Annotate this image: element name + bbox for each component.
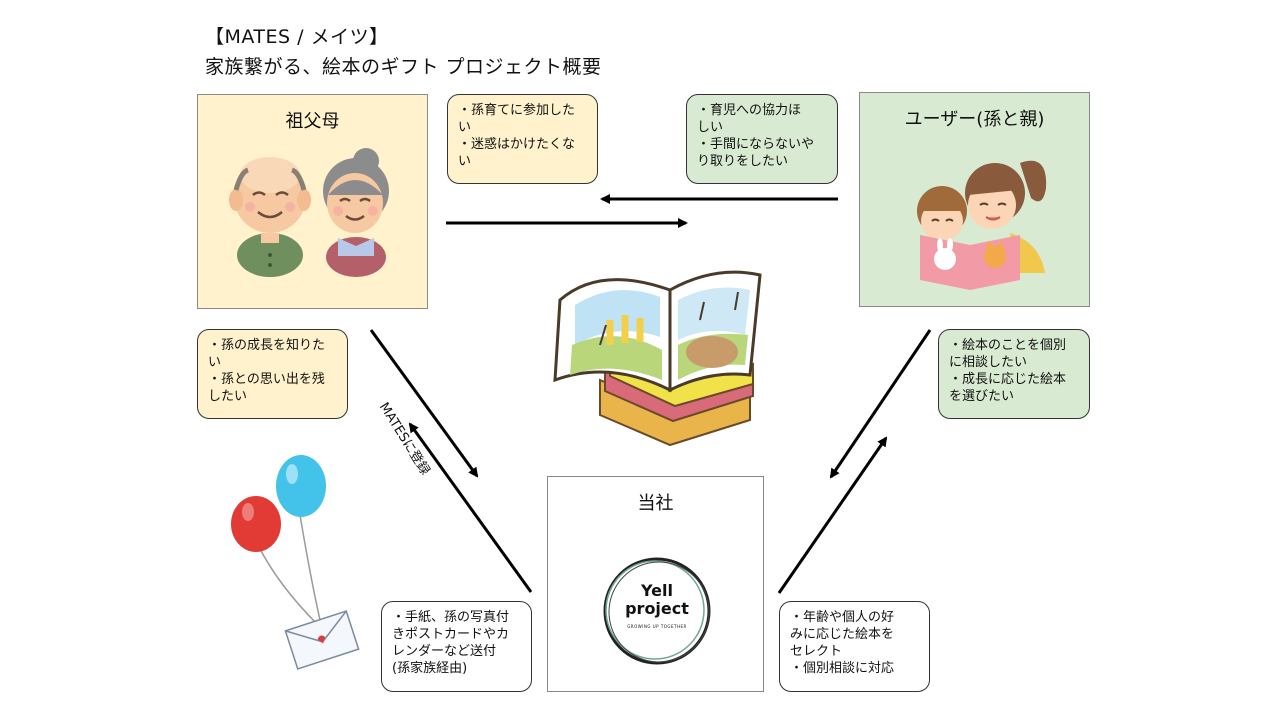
note-line: ・手間にならないや (697, 137, 815, 152)
note-line: ・孫との思い出を残 (208, 372, 325, 387)
note-line: セレクト (790, 644, 843, 659)
note-line: い (458, 154, 472, 169)
note-grandparents-wish: ・孫の成長を知りた い ・孫との思い出を残 したい (197, 329, 348, 419)
note-users-want: ・育児への協力ほ しい ・手間にならないや り取りをしたい (686, 94, 838, 184)
balloons-letter-illustration (231, 455, 360, 670)
note-grandparents-want: ・孫育てに参加した い ・迷惑はかけたくな い (447, 94, 598, 184)
note-line: り取りをしたい (697, 154, 789, 169)
note-line: ・孫の成長を知りた (208, 338, 326, 353)
arrow-company-to-users (777, 436, 888, 594)
arrow-users-to-company (829, 329, 932, 479)
note-line: しい (697, 120, 724, 135)
grandparents-panel: 祖父母 (197, 94, 428, 309)
picture-book-illustration (553, 270, 762, 447)
note-line: ・手紙、孫の写真付 (392, 610, 510, 625)
note-line: ・迷惑はかけたくな (458, 137, 576, 152)
note-line: い (208, 355, 222, 370)
logo-text-project: project (625, 599, 689, 618)
note-line: ・育児への協力ほ (697, 103, 802, 118)
users-panel: ユーザー(孫と親) (859, 92, 1090, 307)
title-line-2: 家族繋がる、絵本のギフト プロジェクト概要 (205, 56, 602, 78)
grandmother-figure (323, 148, 389, 277)
company-title: 当社 (637, 493, 674, 514)
note-company-to-users: ・年齢や個人の好 みに応じた絵本を セレクト ・個別相談に対応 (779, 601, 930, 692)
note-line: レンダーなど送付 (392, 644, 497, 659)
users-title: ユーザー(孫と親) (904, 109, 1045, 130)
yell-project-logo: Yell project GROWING UP TOGETHER (596, 556, 718, 666)
note-line: い (458, 120, 472, 135)
note-line: きポストカードやカ (392, 627, 510, 642)
grandparents-title: 祖父母 (285, 111, 340, 132)
arrow-grandparents-to-company (369, 329, 479, 478)
logo-tagline: GROWING UP TOGETHER (627, 624, 687, 629)
note-company-to-grandparents: ・手紙、孫の写真付 きポストカードやカ レンダーなど送付 (孫家族経由) (381, 601, 532, 692)
note-line: したい (208, 389, 248, 404)
note-line: ・年齢や個人の好 (790, 610, 895, 625)
note-line: を選びたい (949, 389, 1015, 404)
arrow-company-to-grandparents (408, 422, 533, 593)
company-panel: 当社 (547, 476, 764, 692)
note-users-wish: ・絵本のことを個別 に相談したい ・成長に応じた絵本 を選びたい (938, 329, 1090, 419)
note-line: ・成長に応じた絵本 (949, 372, 1067, 387)
parent-child-reading-illustration (917, 160, 1047, 290)
grandparents-illustration (229, 148, 389, 277)
note-line: ・個別相談に対応 (790, 661, 895, 676)
note-line: ・絵本のことを個別 (949, 338, 1067, 353)
logo-text-yell: Yell (641, 581, 673, 600)
note-line: みに応じた絵本を (790, 627, 895, 642)
title-line-1: 【MATES / メイツ】 (205, 26, 389, 48)
note-line: に相談したい (949, 355, 1028, 370)
note-line: (孫家族経由) (392, 661, 468, 676)
grandfather-figure (229, 157, 311, 277)
note-line: ・孫育てに参加した (458, 103, 576, 118)
